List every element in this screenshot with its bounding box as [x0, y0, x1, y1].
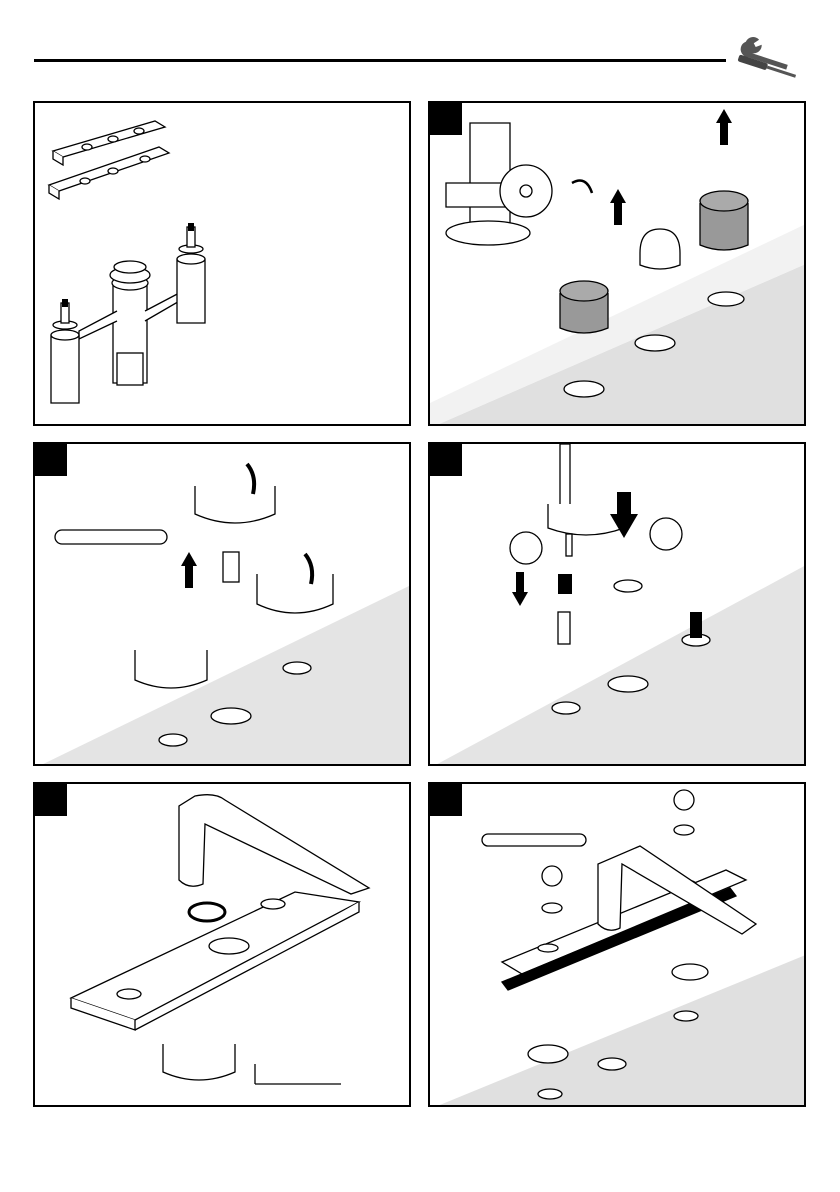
panel-4-install-adapters	[428, 442, 806, 766]
panel-3-remove-inserts	[33, 442, 411, 766]
wrench-screwdriver-icon	[734, 34, 806, 82]
header-rule	[34, 59, 726, 62]
panel-5-assemble-spout	[33, 782, 411, 1107]
panel-6-mount-spout	[428, 782, 806, 1107]
panel-1-rough-in-parts	[33, 101, 411, 426]
panel-2-remove-caps	[428, 101, 806, 426]
